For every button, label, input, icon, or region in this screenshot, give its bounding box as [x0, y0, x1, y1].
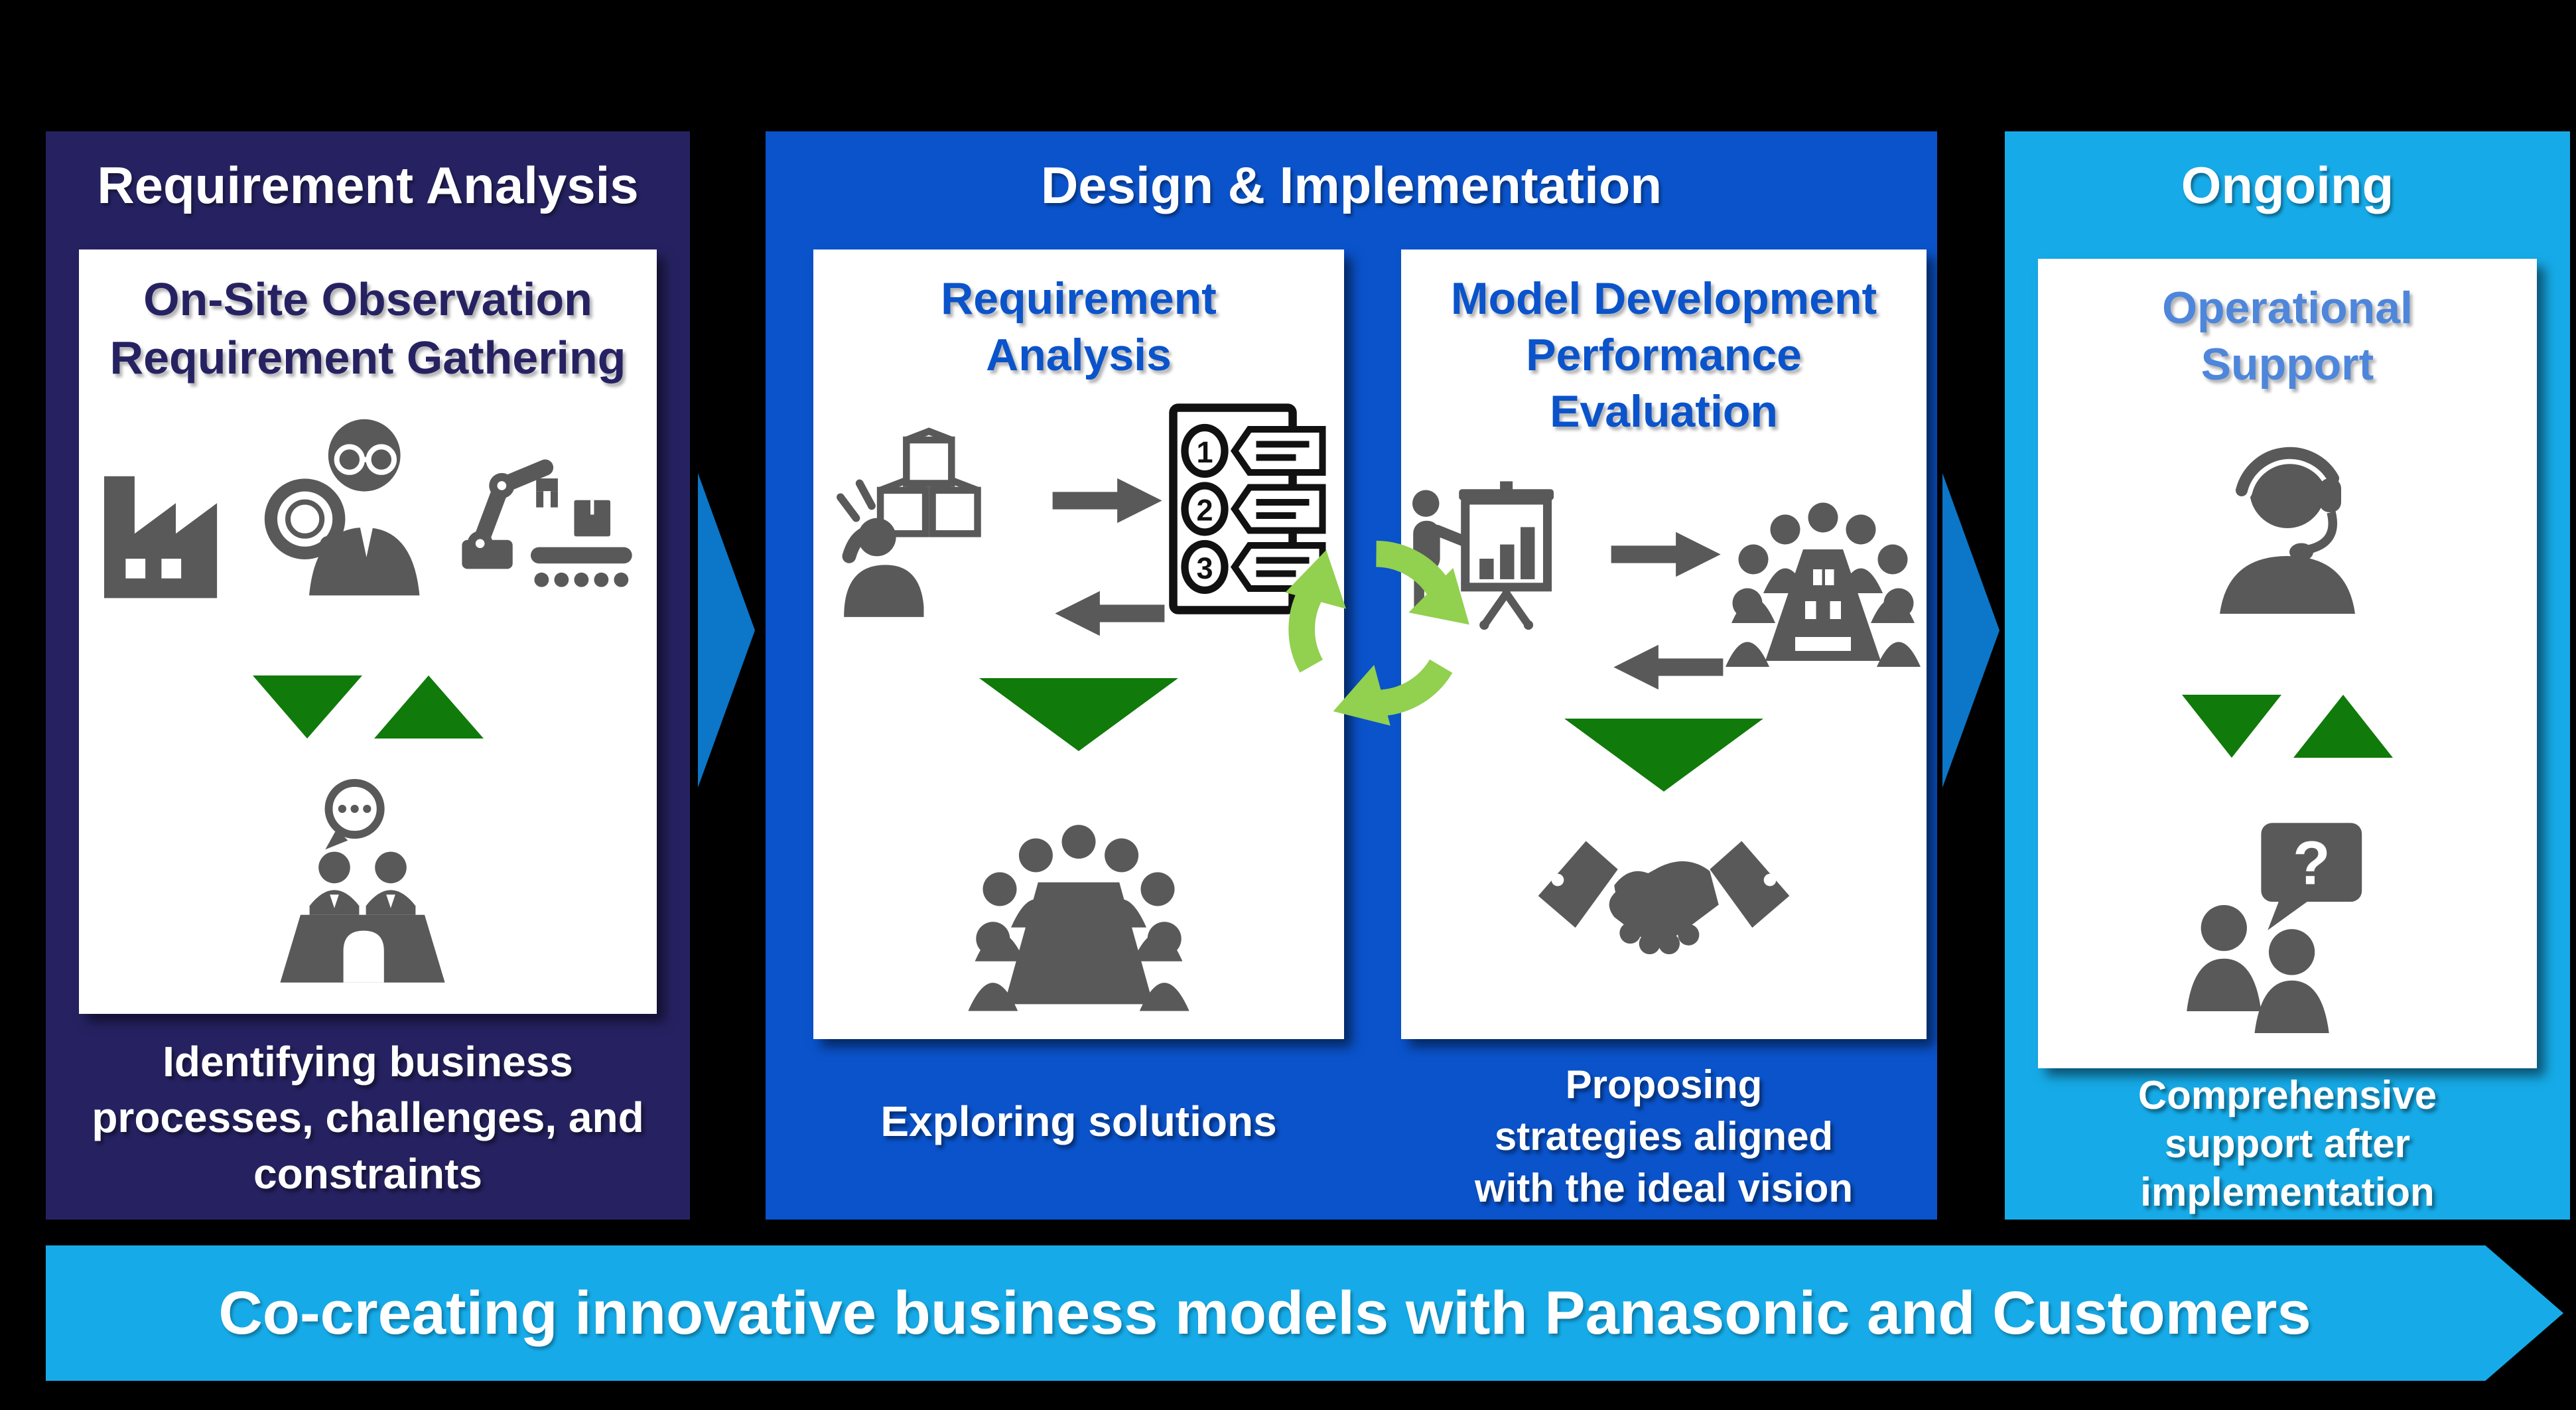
caption-line: with the ideal vision	[1474, 1166, 1854, 1210]
question-chat-icon: ?	[2187, 823, 2362, 1033]
caption-line: strategies aligned	[1494, 1114, 1834, 1159]
arrow-right-icon	[1052, 478, 1162, 524]
card-requirement-analysis: Requirement Analysis	[813, 249, 1344, 1039]
exchange-arrows	[1052, 476, 1165, 638]
caption-line: support after	[2164, 1121, 2411, 1166]
meeting-table-icon	[968, 825, 1189, 1011]
list-number-3: 3	[1196, 551, 1213, 585]
banner-arrow: Co-creating innovative business models w…	[46, 1245, 2563, 1381]
site-inspector-icon	[264, 419, 419, 596]
triangle-up-icon	[373, 675, 484, 739]
caption-line: processes, challenges, and	[92, 1093, 644, 1142]
title-line: Support	[2201, 339, 2374, 389]
card-title: Operational Support	[2162, 280, 2413, 393]
exchange-triangles	[2182, 695, 2393, 758]
title-line: Operational	[2162, 283, 2413, 333]
list-number-2: 2	[1196, 494, 1213, 528]
panel-caption: Comprehensive support after implementati…	[2005, 1071, 2570, 1217]
headset-support-icon	[2220, 442, 2355, 614]
exchange-triangles	[252, 675, 484, 739]
arrow-left-icon	[1055, 591, 1165, 636]
discussion-icon	[279, 778, 445, 983]
triangle-down-icon	[2182, 695, 2281, 758]
title-line: Requirement	[941, 273, 1217, 324]
triangle-down-icon	[1564, 719, 1763, 792]
panel-caption: Identifying business processes, challeng…	[46, 1034, 690, 1202]
observation-icon-row	[86, 400, 650, 612]
triangle-down-icon	[252, 675, 362, 739]
title-line: On-Site Observation	[143, 273, 592, 325]
panel-header-requirement-analysis: Requirement Analysis	[97, 156, 639, 214]
triangle-up-icon	[2293, 695, 2393, 758]
caption-line: Identifying business	[163, 1038, 573, 1086]
card-onsite-observation: On-Site Observation Requirement Gatherin…	[79, 249, 657, 1014]
title-line: Analysis	[986, 330, 1172, 380]
card-model-development: Model Development Performance Evaluation	[1401, 249, 1927, 1039]
card-title: Requirement Analysis	[941, 271, 1217, 384]
banner-text: Co-creating innovative business models w…	[218, 1279, 2311, 1347]
flow-arrow-icon	[1942, 473, 2000, 788]
robot-arm-icon	[461, 459, 632, 587]
panel-design-implementation: Design & Implementation Requirement Anal…	[766, 131, 1937, 1220]
triangle-down-icon	[979, 678, 1178, 751]
panel-requirement-analysis: Requirement Analysis On-Site Observation…	[46, 131, 690, 1220]
title-line: Requirement Gathering	[109, 331, 626, 384]
list-number-1: 1	[1196, 435, 1213, 469]
audience-icon	[1726, 502, 1921, 667]
card-title: On-Site Observation Requirement Gatherin…	[110, 271, 626, 387]
frustrated-user-boxes-icon	[837, 427, 981, 617]
arrow-left-icon	[1613, 644, 1724, 690]
cycle-icon	[1275, 528, 1469, 730]
analysis-icon-cluster: 1 2 3	[827, 399, 1331, 638]
exchange-arrows	[1611, 529, 1724, 692]
caption-line: Exploring solutions	[880, 1097, 1277, 1145]
caption-line: Proposing	[1565, 1062, 1763, 1107]
caption-line: constraints	[253, 1149, 482, 1198]
panel-header-design-implementation: Design & Implementation	[1040, 156, 1662, 214]
arrow-right-icon	[1611, 531, 1721, 577]
flow-arrow-icon	[698, 473, 755, 788]
title-line: Performance	[1526, 330, 1802, 380]
panel-ongoing: Ongoing Operational Support	[2005, 131, 2570, 1220]
question-mark: ?	[2293, 829, 2330, 898]
evaluation-icon-cluster	[1405, 453, 1923, 692]
card-caption-proposing: Proposing strategies aligned with the id…	[1401, 1059, 1927, 1214]
card-caption-exploring: Exploring solutions	[813, 1097, 1344, 1146]
card-operational-support: Operational Support ?	[2038, 259, 2537, 1068]
caption-line: Comprehensive	[2137, 1073, 2437, 1117]
title-line: Evaluation	[1550, 386, 1778, 437]
card-title: Model Development Performance Evaluation	[1451, 271, 1877, 440]
factory-icon	[103, 476, 217, 599]
title-line: Model Development	[1450, 273, 1877, 324]
handshake-icon	[1538, 841, 1790, 955]
panel-header-ongoing: Ongoing	[2181, 156, 2394, 214]
caption-line: implementation	[2140, 1170, 2435, 1215]
